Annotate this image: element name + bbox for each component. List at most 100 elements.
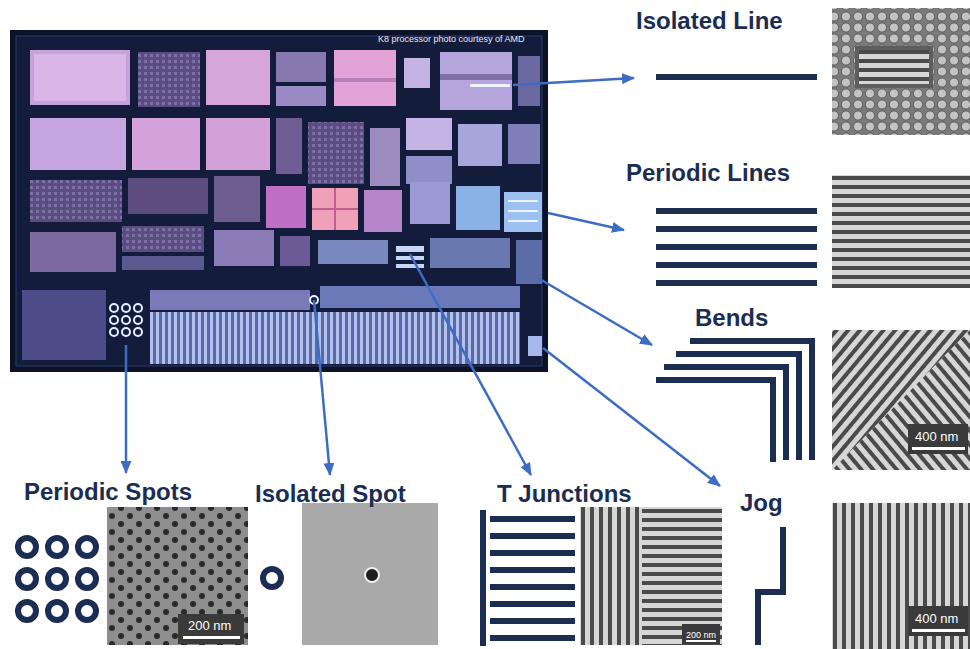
spot-schematic: [48, 570, 66, 588]
pattern-schematic: [490, 516, 575, 522]
pattern-heading: Periodic Lines: [626, 158, 790, 188]
sem-image: [832, 330, 970, 470]
chip-photo: [276, 86, 326, 106]
chip-photo: [508, 200, 538, 202]
scale-label: 400 nm: [915, 611, 958, 626]
scale-label: 200 nm: [686, 628, 716, 643]
scale-bar: [183, 636, 240, 639]
spot-schematic: [18, 538, 36, 556]
spot-schematic: [78, 538, 96, 556]
chip-photo-region: K8 processor photo courtesy of AMD: [10, 30, 548, 372]
chip-photo: [440, 52, 512, 110]
pattern-schematic: [490, 618, 575, 624]
chip-photo: [122, 328, 130, 336]
chip-photo: [504, 192, 542, 232]
spot-schematic: [78, 570, 96, 588]
chip-photo: [134, 328, 142, 336]
pattern-panel: Isolated Spot: [252, 475, 442, 647]
sem-image: [832, 330, 970, 470]
pattern-schematic: [690, 341, 812, 460]
chip-photo: [406, 118, 452, 150]
chip-photo: [134, 316, 142, 324]
spot-schematic: [18, 602, 36, 620]
chip-photo: [396, 264, 424, 268]
chip-photo: [122, 316, 130, 324]
pattern-heading: Periodic Spots: [24, 477, 192, 507]
chip-photo: [214, 230, 274, 266]
chip-photo: [10, 30, 548, 372]
scale-bar: [183, 447, 965, 642]
chip-photo: [410, 182, 450, 224]
chip-photo: [110, 316, 118, 324]
sem-image: [832, 175, 970, 288]
pattern-panel: Isolated Line: [634, 6, 970, 136]
pattern-schematic: [656, 341, 812, 645]
chip-photo: [430, 238, 510, 268]
pattern-schematic: [656, 208, 817, 214]
photo-credit: K8 processor photo courtesy of AMD: [378, 34, 525, 45]
chip-photo: [134, 304, 142, 312]
pattern-heading: Jog: [740, 488, 783, 518]
pattern-panel: Periodic Lines: [624, 158, 970, 290]
pattern-heading: T Junctions: [497, 479, 632, 509]
chip-photo: [396, 246, 424, 252]
pointer-arrow: [314, 300, 330, 475]
sem-image: [832, 503, 970, 649]
pattern-schematic: [490, 635, 575, 641]
chip-photo: [364, 190, 402, 232]
chip-photo: [30, 118, 126, 170]
pointer-arrow: [538, 278, 652, 345]
chip-photo: [30, 50, 130, 105]
scale-bar: [912, 447, 965, 450]
chip-photo: [334, 50, 396, 106]
chip-photo: [276, 118, 302, 174]
chip-photo: [110, 328, 118, 336]
chip-photo: [16, 36, 542, 366]
pattern-schematic: [656, 74, 817, 80]
chip-photo: [320, 286, 520, 308]
chip-photo: [470, 84, 510, 87]
chip-photo: [334, 78, 396, 82]
chip-photo: [266, 186, 306, 228]
pattern-heading: Isolated Spot: [255, 479, 406, 509]
chip-photo: [206, 118, 270, 170]
sem-image: [642, 507, 722, 645]
sem-image: [178, 614, 244, 644]
chip-photo: [150, 312, 520, 364]
pattern-schematic: [490, 533, 575, 539]
pattern-heading: Bends: [695, 303, 768, 333]
sem-image: [107, 507, 248, 645]
pointer-arrow: [125, 345, 128, 473]
chip-photo: [122, 256, 204, 270]
pattern-heading: Isolated Line: [636, 6, 783, 36]
scale-bar: [912, 629, 965, 632]
spot-schematic: [78, 602, 96, 620]
pattern-panel: T Junctions: [476, 475, 718, 647]
sem-image: [908, 606, 968, 636]
pattern-schematic: [490, 584, 575, 590]
chip-photo: [30, 232, 116, 272]
pattern-schematic: [480, 74, 817, 646]
scale-label: 200 nm: [188, 618, 231, 633]
spot-schematic: [48, 602, 66, 620]
chip-photo: [138, 52, 200, 107]
chip-photo: [206, 50, 270, 105]
pattern-schematic: [656, 226, 817, 232]
sem-image: [302, 503, 438, 645]
pattern-schematic: [480, 510, 486, 646]
chip-photo: [312, 208, 358, 210]
chip-photo: [308, 122, 364, 184]
chip-photo: [508, 124, 540, 164]
chip-photo: [404, 58, 430, 88]
pattern-panel: Bends: [652, 303, 970, 471]
pattern-schematic: [758, 527, 783, 645]
sem-image: [107, 8, 970, 649]
chip-photo: [508, 220, 538, 222]
chip-photo: [34, 54, 126, 101]
chip-photo: [276, 52, 326, 82]
chip-photo: [10, 30, 548, 372]
chip-photo: [440, 74, 512, 80]
